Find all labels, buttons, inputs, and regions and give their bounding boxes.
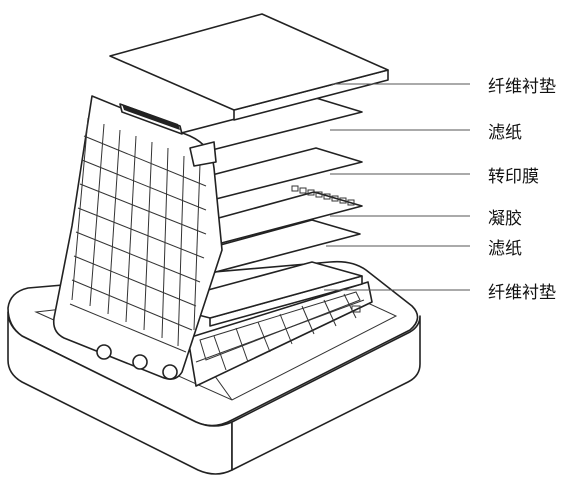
leader-lines — [324, 83, 470, 291]
layer-top-fiber-pad — [109, 13, 389, 121]
upper-frame-grid — [69, 117, 207, 353]
lower-frame-outline — [187, 281, 373, 387]
frame-hinge-knobs — [96, 344, 178, 380]
lower-frame-latch — [351, 305, 361, 313]
gel-wells — [291, 185, 355, 206]
label-bottom-fiber-pad: 纤维衬垫 — [488, 283, 556, 303]
lower-frame-grid — [195, 293, 365, 371]
label-bottom-filter-paper: 滤纸 — [488, 239, 522, 259]
upper-cassette-frame — [52, 95, 223, 380]
lower-cassette-frame — [187, 281, 373, 387]
label-transfer-membrane: 转印膜 — [488, 167, 539, 187]
layer-bottom-fiber-pad — [155, 261, 363, 327]
label-top-filter-paper: 滤纸 — [488, 123, 522, 143]
frame-latch — [189, 141, 217, 167]
label-gel: 凝胶 — [488, 209, 522, 229]
tank-side-face — [231, 315, 421, 471]
layer-labels: 纤维衬垫 滤纸 转印膜 凝胶 滤纸 纤维衬垫 — [488, 77, 556, 303]
label-top-fiber-pad: 纤维衬垫 — [488, 77, 556, 97]
